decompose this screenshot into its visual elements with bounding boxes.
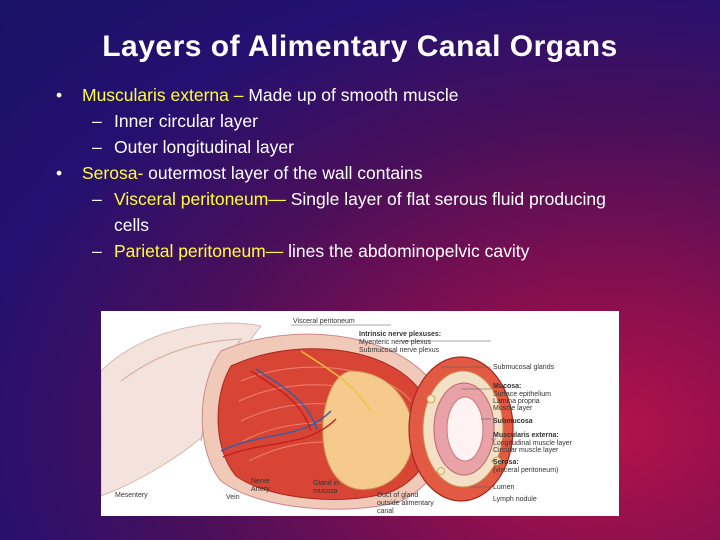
label-duct-2: outside alimentary bbox=[377, 500, 434, 507]
sub-bullet-parietal: – Parietal peritoneum— lines the abdomin… bbox=[56, 238, 696, 264]
label-gland-in-mucosa-1: Gland in bbox=[313, 480, 339, 487]
bullet-term: Muscularis externa – bbox=[82, 85, 244, 105]
sub-bullet-outer: – Outer longitudinal layer bbox=[56, 134, 696, 160]
label-myenteric: Myenteric nerve plexus bbox=[359, 339, 431, 346]
label-submucosal-glands: Submucosal glands bbox=[493, 364, 555, 371]
sub-bullet-text: lines the abdominopelvic cavity bbox=[283, 241, 530, 261]
sub-bullet-marker: – bbox=[92, 111, 102, 131]
leader-lines bbox=[291, 324, 496, 488]
submucosa-layer bbox=[322, 370, 414, 491]
label-artery: Artery bbox=[251, 486, 270, 493]
bullet-muscularis: • Muscularis externa – Made up of smooth… bbox=[56, 82, 696, 108]
label-lamina-propria: Lamina propria bbox=[493, 398, 540, 405]
sub-bullet-text: Outer longitudinal layer bbox=[114, 137, 294, 157]
label-visceral-peritoneum: Visceral peritoneum bbox=[293, 318, 355, 325]
label-muscularis-externa: Muscularis externa: bbox=[493, 432, 559, 439]
label-intrinsic-nerve: Intrinsic nerve plexuses: bbox=[359, 331, 441, 338]
sub-bullet-marker: – bbox=[92, 189, 102, 209]
label-serosa: Serosa: bbox=[493, 459, 519, 466]
bullet-marker: • bbox=[56, 163, 63, 183]
label-duct-3: canal bbox=[377, 508, 394, 515]
sub-bullet-marker: – bbox=[92, 241, 102, 261]
label-lumen: Lumen bbox=[493, 484, 515, 491]
bullet-marker: • bbox=[56, 85, 63, 105]
label-mesentery: Mesentery bbox=[115, 492, 148, 499]
alimentary-wall-illustration: Visceral peritoneum Intrinsic nerve plex… bbox=[101, 311, 619, 516]
label-nerve: Nerve bbox=[251, 478, 270, 485]
label-circular: Circular muscle layer bbox=[493, 447, 559, 454]
illustration-svg: Visceral peritoneum Intrinsic nerve plex… bbox=[101, 318, 573, 515]
label-duct-1: Duct of gland bbox=[377, 492, 418, 499]
lumen bbox=[446, 396, 484, 462]
sub-bullet-visceral: – Visceral peritoneum— Single layer of f… bbox=[56, 186, 614, 238]
lymph-nodules bbox=[426, 394, 502, 475]
slide-title: Layers of Alimentary Canal Organs bbox=[102, 30, 618, 63]
label-surface-epithelium: Surface epithelium bbox=[493, 391, 551, 398]
sub-bullet-inner: – Inner circular layer bbox=[56, 108, 696, 134]
label-vein: Vein bbox=[226, 494, 240, 501]
sub-bullet-term: Parietal peritoneum— bbox=[114, 241, 284, 261]
sub-bullet-text: Inner circular layer bbox=[114, 111, 258, 131]
bullet-serosa: • Serosa- outermost layer of the wall co… bbox=[56, 160, 696, 186]
label-mucosa: Mucosa: bbox=[493, 383, 521, 390]
bullet-term: Serosa- bbox=[82, 163, 144, 183]
label-submucosa: Submucosa bbox=[493, 418, 533, 425]
blood-vessels bbox=[220, 350, 372, 458]
bullet-list: • Muscularis externa – Made up of smooth… bbox=[56, 82, 696, 264]
label-gland-in-mucosa-2: mucosa bbox=[313, 488, 338, 495]
bullet-text: Made up of smooth muscle bbox=[243, 85, 459, 105]
sub-bullet-marker: – bbox=[92, 137, 102, 157]
label-lymph-nodule: Lymph nodule bbox=[493, 496, 537, 503]
label-muscle-layer: Muscle layer bbox=[493, 405, 533, 412]
label-submucosal-plexus: Submucosal nerve plexus bbox=[359, 347, 440, 354]
bullet-text: outermost layer of the wall contains bbox=[143, 163, 423, 183]
sub-bullet-term: Visceral peritoneum— bbox=[114, 189, 286, 209]
label-serosa-sub: (visceral peritoneum) bbox=[493, 467, 558, 474]
sub-bullet-text: Single layer of flat serous fluid produc… bbox=[114, 189, 606, 235]
label-longitudinal: Longitudinal muscle layer bbox=[493, 440, 573, 447]
